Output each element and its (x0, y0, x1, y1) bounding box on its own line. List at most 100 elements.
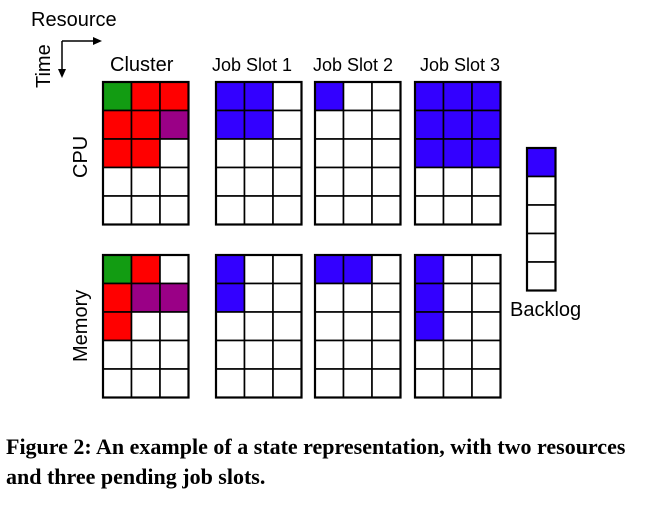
grid-cell-empty (243, 254, 274, 285)
grid-cell-empty (414, 339, 445, 370)
grid-cell-empty (442, 195, 473, 226)
grid-cell-red (102, 282, 133, 313)
grid-cell-empty (371, 109, 402, 140)
grid-cell-empty (371, 339, 402, 370)
grid-cell-empty (371, 282, 402, 313)
grid-border (413, 80, 502, 226)
grid-cell-red (159, 81, 190, 112)
grid-cell-blue (342, 254, 373, 285)
grid-cell-blue (243, 81, 274, 112)
backlog-grid (525, 146, 557, 292)
grid-cell-empty (342, 339, 373, 370)
grid-cell-empty (215, 166, 246, 197)
grid-cell-empty (159, 195, 190, 226)
grid-cell-empty (342, 368, 373, 399)
grid-cell-empty (272, 368, 303, 399)
grid-cell-empty (159, 166, 190, 197)
grid-cell-empty (342, 109, 373, 140)
grid-border (214, 253, 303, 399)
grid-border (214, 80, 303, 226)
grid-cell-empty (342, 282, 373, 313)
grid-cell-blue (414, 311, 445, 342)
job-slot-1-cpu-grid (214, 80, 303, 226)
grid-cell-red (130, 138, 161, 169)
grid-cell-blue (215, 109, 246, 140)
grid-cell-empty (342, 81, 373, 112)
grid-cell-empty (314, 138, 345, 169)
grid-cell-empty (442, 311, 473, 342)
column-label-job-slot-1: Job Slot 1 (212, 55, 292, 75)
grid-cell-blue (314, 81, 345, 112)
grid-cell-blue (442, 81, 473, 112)
grid-cell-empty (272, 81, 303, 112)
grid-cell-empty (314, 195, 345, 226)
grid-cell-empty (471, 254, 502, 285)
grid-border (525, 146, 557, 292)
grid-cell-empty (130, 195, 161, 226)
grid-cell-red (102, 311, 133, 342)
grid-cell-empty (371, 138, 402, 169)
job-slot-3-memory-grid (413, 253, 502, 399)
grid-cell-empty (102, 195, 133, 226)
column-label-job-slot-3: Job Slot 3 (420, 55, 500, 75)
grid-cell-empty (371, 195, 402, 226)
grid-cell-empty (371, 81, 402, 112)
grid-cell-empty (314, 282, 345, 313)
caption-lead: Figure 2: (6, 434, 92, 459)
grid-cell-blue (414, 254, 445, 285)
grid-cell-empty (371, 311, 402, 342)
grid-cell-empty (471, 195, 502, 226)
grid-cell-empty (102, 339, 133, 370)
grid-cell-blue (414, 138, 445, 169)
grid-cell-blue (314, 254, 345, 285)
grid-cell-empty (272, 311, 303, 342)
grid-cell-empty (130, 311, 161, 342)
time-axis-label: Time (33, 44, 55, 88)
grid-cell-empty (215, 368, 246, 399)
grid-cell-blue (414, 81, 445, 112)
grid-cell-empty (342, 138, 373, 169)
grid-cell-blue (215, 282, 246, 313)
grid-cell-empty (243, 368, 274, 399)
column-label-cluster: Cluster (110, 54, 174, 76)
grid-cell-empty (130, 368, 161, 399)
time-axis-arrowhead (58, 69, 66, 78)
job-slot-2-memory-grid (313, 253, 402, 399)
grid-cell-empty (371, 368, 402, 399)
grid-cell-empty (102, 166, 133, 197)
grid-cell-empty (414, 166, 445, 197)
cluster-memory-grid (101, 253, 190, 399)
grid-cell-empty (442, 282, 473, 313)
grid-cell-empty (272, 138, 303, 169)
grid-border (313, 253, 402, 399)
backlog-label: Backlog (510, 299, 581, 321)
grid-cell-blue (442, 109, 473, 140)
figure-caption: Figure 2: An example of a state represen… (6, 432, 646, 492)
grid-cell-empty (243, 138, 274, 169)
grid-cell-red (130, 254, 161, 285)
diagram-canvas: Resource Time Cluster Job Slot 1 Job Slo… (31, 9, 581, 399)
grid-cell-empty (526, 232, 557, 263)
grid-cell-empty (215, 138, 246, 169)
grid-cell-empty (342, 166, 373, 197)
grid-cell-purple (130, 282, 161, 313)
axis-indicator: Resource Time (31, 9, 117, 88)
grid-cell-empty (243, 282, 274, 313)
job-slot-1-memory-grid (214, 253, 303, 399)
grid-cell-empty (215, 339, 246, 370)
grid-cell-empty (471, 311, 502, 342)
grid-cell-red (102, 109, 133, 140)
grid-cell-empty (314, 311, 345, 342)
grid-cell-empty (526, 204, 557, 235)
grid-cell-empty (243, 166, 274, 197)
job-slot-2-cpu-grid (313, 80, 402, 226)
grid-cell-empty (272, 166, 303, 197)
row-label-cpu: CPU (70, 136, 92, 178)
grid-cell-empty (342, 195, 373, 226)
grid-cell-empty (215, 311, 246, 342)
grid-cell-blue (215, 81, 246, 112)
grid-cell-empty (314, 368, 345, 399)
grid-cell-empty (471, 368, 502, 399)
grid-cell-empty (272, 195, 303, 226)
grid-cell-empty (526, 175, 557, 206)
